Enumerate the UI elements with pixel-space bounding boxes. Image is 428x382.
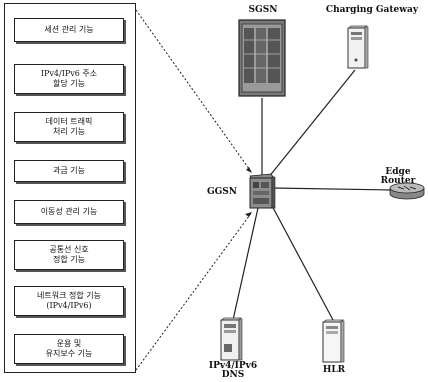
arrowhead-bottom [245,212,252,217]
link-ggsn-edge-router [272,188,392,190]
function-operation-maintenance: 운용 및 유지보수 기능 [14,334,124,364]
tower-server-icon [320,318,346,364]
link-ggsn-hlr [270,202,333,320]
dns-label: IPv4/IPv6 DNS [205,362,261,380]
function-signaling-interworking: 공통선 신호 정합 기능 [14,240,124,270]
ggsn-label: GGSN [200,188,244,197]
leader-line-top [136,10,252,173]
server-cabinet-icon [237,18,287,98]
tower-server-icon [218,316,244,362]
function-session-management: 세션 관리 기능 [14,18,124,42]
function-address-allocation: IPv4/IPv6 주소 할당 기능 [14,64,124,94]
function-mobility-management: 이동성 관리 기능 [14,200,124,224]
charging-gateway-label: Charging Gateway [318,6,426,15]
sgsn-label: SGSN [233,6,293,15]
hlr-label: HLR [312,366,356,375]
function-charging: 과금 기능 [14,160,124,182]
ggsn-function-panel: 세션 관리 기능 IPv4/IPv6 주소 할당 기능 데이터 트래픽 처리 기… [4,3,136,373]
function-data-traffic: 데이터 트래픽 처리 기능 [14,112,124,142]
tower-server-icon [345,24,369,70]
link-ggsn-dns [233,208,258,320]
router-icon [388,180,426,202]
function-network-interworking: 네트워크 정합 기능 (IPv4/IPv6) [14,286,124,316]
network-node-icon [247,170,277,212]
